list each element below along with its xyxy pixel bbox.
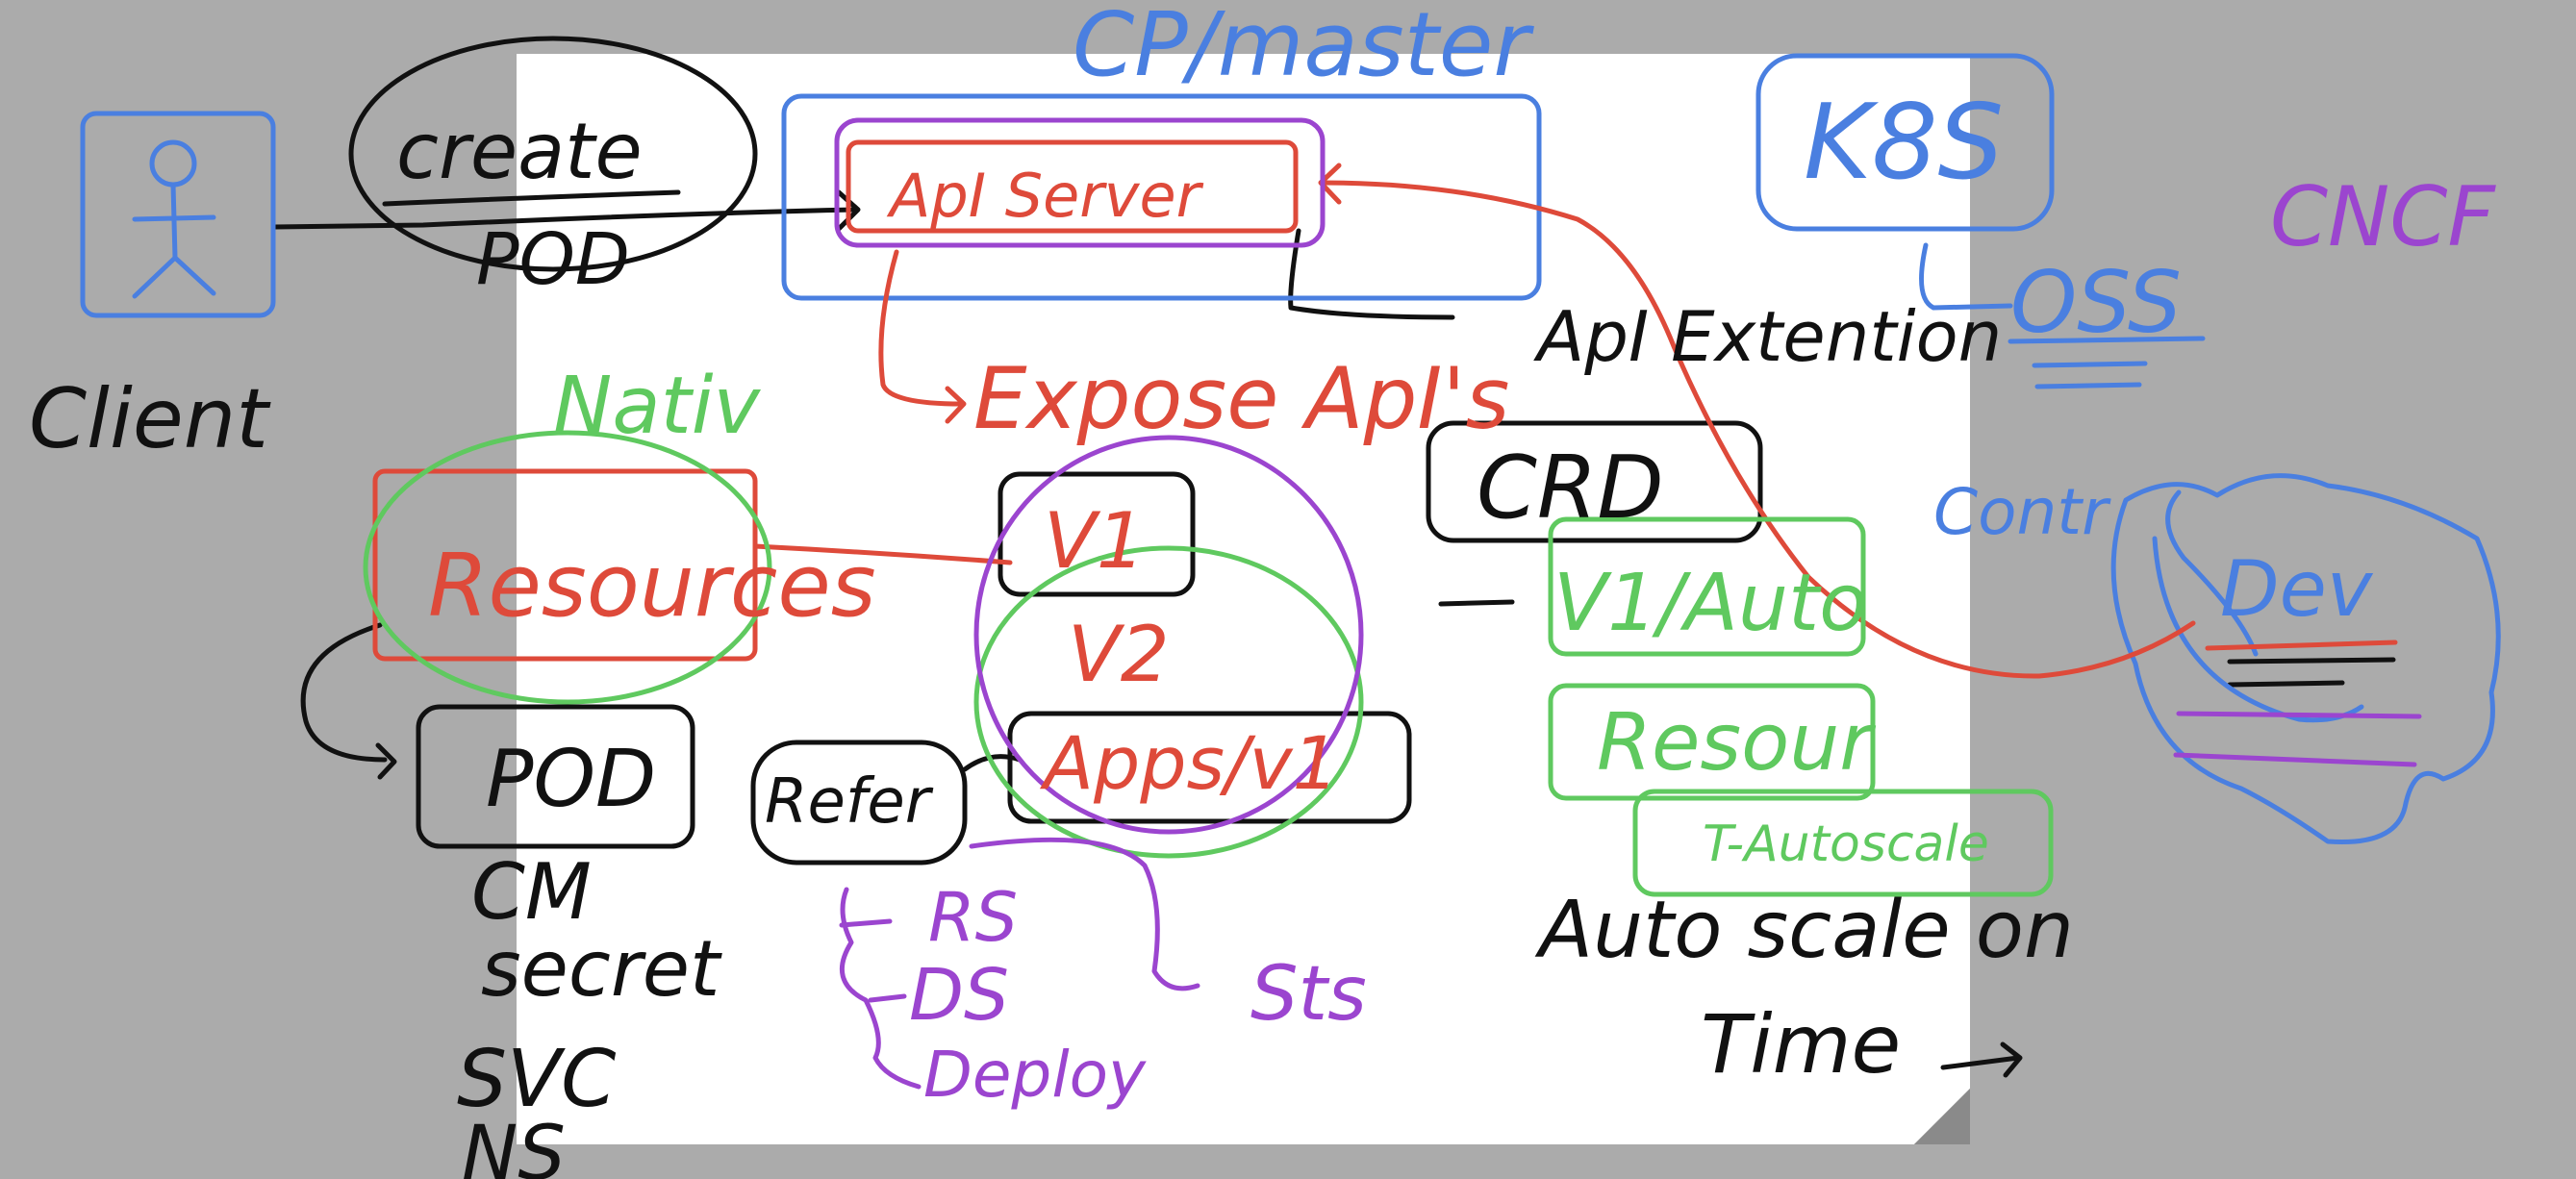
oss-underline bbox=[2008, 336, 2206, 389]
rs-label: RS bbox=[928, 878, 1018, 957]
svc-label: SVC bbox=[457, 1034, 616, 1125]
labels: CP/master K8S CNCF create POD Client ApI… bbox=[29, 0, 2496, 1179]
expose-arrowhead bbox=[945, 386, 967, 424]
create-pod-oval bbox=[348, 36, 758, 272]
client-to-apiserver-arrow bbox=[271, 207, 859, 230]
whiteboard-sheet bbox=[517, 54, 1970, 1144]
api-extension-label: ApI Extention bbox=[1533, 296, 2002, 377]
ds-arrow bbox=[868, 993, 907, 1003]
auto-scale-label: Auto scale on bbox=[1534, 885, 2074, 976]
resour-box bbox=[1548, 683, 1876, 801]
v1-label: V1 bbox=[1044, 496, 1146, 586]
refer-label: Refer bbox=[765, 766, 934, 838]
dev-line-1 bbox=[2227, 657, 2396, 665]
create-label: create bbox=[396, 107, 643, 196]
api-server-label: ApI Server bbox=[886, 161, 1204, 231]
resour-label: Resour bbox=[1597, 697, 1876, 789]
versions-oval bbox=[973, 435, 1364, 835]
expose-apis-label: Expose ApI's bbox=[973, 349, 1509, 448]
ns-label: NS bbox=[462, 1111, 566, 1179]
time-arrowhead bbox=[2000, 1041, 2023, 1078]
dev-purple-line-1 bbox=[2176, 711, 2422, 719]
cp-master-box bbox=[781, 93, 1542, 301]
v1-auto-label: V1/Auto bbox=[1553, 558, 1867, 649]
pod-box bbox=[416, 704, 695, 849]
resources-to-v1-line bbox=[752, 543, 1013, 565]
purple-strokes bbox=[834, 117, 2422, 1090]
deploy-label: Deploy bbox=[923, 1038, 1147, 1112]
cm-label: CM bbox=[471, 847, 592, 937]
time-arrow bbox=[1940, 1055, 2021, 1070]
client-label: Client bbox=[29, 371, 271, 467]
crd-box bbox=[1426, 420, 1763, 543]
green-strokes bbox=[363, 430, 2054, 897]
pod-label: POD bbox=[486, 734, 656, 825]
resources-to-pod-arrowhead bbox=[375, 742, 397, 780]
pod-label-top: POD bbox=[476, 218, 630, 301]
dev-purple-line-2 bbox=[2173, 752, 2417, 767]
v1-auto-box bbox=[1548, 516, 1866, 657]
v2-label: V2 bbox=[1068, 610, 1170, 699]
client-figure-body bbox=[132, 182, 216, 299]
cncf-label: CNCF bbox=[2270, 169, 2496, 265]
contr-connector bbox=[2165, 489, 2259, 657]
sts-curve bbox=[969, 837, 1200, 991]
apps-v1-box bbox=[1007, 711, 1412, 824]
apps-v1-label: Apps/v1 bbox=[1039, 720, 1339, 806]
oval-divider bbox=[382, 189, 681, 207]
expose-arrow bbox=[878, 249, 965, 407]
api-server-box bbox=[846, 139, 1299, 234]
secret-label: secret bbox=[481, 924, 722, 1014]
k8s-box bbox=[1755, 53, 2055, 232]
api-server-outer-box bbox=[834, 117, 1326, 248]
resources-box bbox=[372, 468, 758, 662]
apiserver-hook bbox=[1288, 228, 1455, 320]
t-autoscale-label: T-Autoscale bbox=[1703, 815, 1989, 873]
nativ-label: Nativ bbox=[553, 361, 762, 452]
crd-label: CRD bbox=[1477, 438, 1664, 539]
oss-label: OSS bbox=[2010, 253, 2182, 352]
t-autoscale-box bbox=[1632, 789, 2054, 897]
dev-label: Dev bbox=[2220, 544, 2374, 634]
page-curl bbox=[1914, 1089, 1970, 1144]
native-resources-circle bbox=[363, 430, 772, 705]
api-version-circle bbox=[973, 545, 1364, 859]
black-strokes bbox=[271, 36, 2396, 1078]
contr-label: Contr bbox=[1933, 475, 2111, 549]
dev-red-line bbox=[2205, 640, 2398, 651]
resources-to-pod-arrow bbox=[300, 622, 388, 763]
v1-box bbox=[998, 471, 1196, 597]
resources-label: Resources bbox=[428, 536, 876, 637]
apiserver-to-dev-curve bbox=[1320, 180, 2196, 679]
ds-label: DS bbox=[909, 954, 1009, 1037]
client-figure-head bbox=[149, 139, 197, 188]
rs-arrow bbox=[839, 918, 893, 928]
k8s-label: K8S bbox=[1804, 83, 2004, 203]
dev-line-2 bbox=[2227, 680, 2345, 688]
client-box bbox=[80, 111, 276, 318]
oss-bracket bbox=[1919, 242, 2013, 311]
time-label: Time bbox=[1701, 997, 1901, 1091]
refer-bracket bbox=[839, 887, 922, 1090]
refer-box bbox=[750, 740, 968, 865]
red-strokes bbox=[372, 139, 2398, 679]
cp-master-label: CP/master bbox=[1073, 0, 1534, 96]
dash bbox=[1438, 599, 1515, 607]
dev-cloud bbox=[2110, 473, 2501, 845]
client-to-apiserver-arrowhead bbox=[836, 189, 861, 232]
sts-label: Sts bbox=[1250, 951, 1367, 1038]
